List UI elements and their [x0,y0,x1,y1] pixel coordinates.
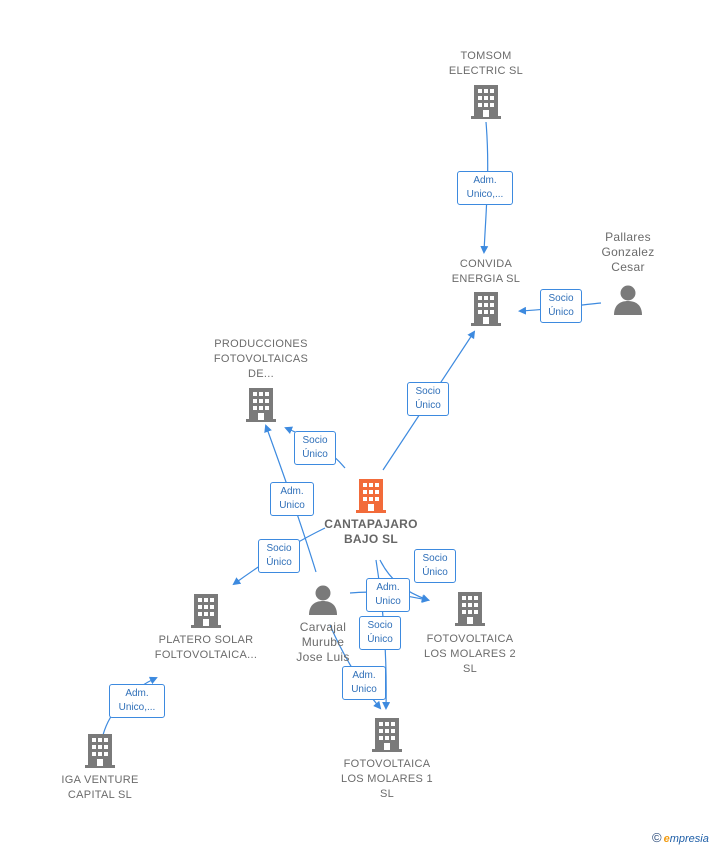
building-icon [471,292,501,326]
node-label-iga: IGA VENTURE CAPITAL SL [61,774,139,801]
node-label-molares1: FOTOVOLTAICA LOS MOLARES 1 SL [341,758,433,800]
building-icon [471,85,501,119]
brand-credit[interactable]: ©empresia [652,830,709,845]
node-label-platero: PLATERO SOLAR FOLTOVOLTAICA... [154,634,258,661]
building-icon [455,592,485,626]
node-label-pallares: Pallares Gonzalez Cesar [601,230,655,274]
building-icon [85,734,115,768]
node-label-producciones: PRODUCCIONES FOTOVOLTAICAS DE... [213,338,309,380]
edge-label-carvajal-molares1[interactable]: Adm. Unico [342,666,386,700]
edge-label-carvajal-producciones[interactable]: Adm. Unico [270,482,314,516]
node-label-molares2: FOTOVOLTAICA LOS MOLARES 2 SL [424,633,516,675]
person-icon [309,585,337,615]
node-label-convida: CONVIDA ENERGIA SL [451,258,521,285]
node-label-tomsom: TOMSOM ELECTRIC SL [448,50,524,77]
edge-label-cantapajaro-molares2[interactable]: Socio Único [414,549,456,583]
building-icon [372,718,402,752]
edge-label-cantapajaro-platero[interactable]: Socio Único [258,539,300,573]
edge-label-iga-platero[interactable]: Adm. Unico,... [109,684,165,718]
edge-label-carvajal-molares2[interactable]: Adm. Unico [366,578,410,612]
edge-label-tomsom-convida[interactable]: Adm. Unico,... [457,171,513,205]
building-icon-main [356,479,386,513]
edge-label-cantapajaro-molares1[interactable]: Socio Único [359,616,401,650]
person-icon [614,285,642,315]
node-label-cantapajaro: CANTAPAJARO BAJO SL [324,517,418,546]
copyright-symbol: © [652,830,662,845]
edge-label-cantapajaro-producciones[interactable]: Socio Único [294,431,336,465]
building-icon [191,594,221,628]
node-label-carvajal: Carvajal Murube Jose Luis [296,620,350,664]
edge-label-pallares-convida[interactable]: Socio Único [540,289,582,323]
edge-label-cantapajaro-convida[interactable]: Socio Único [407,382,449,416]
brand-name: mpresia [669,833,709,845]
brand-logo-letter: e [663,833,670,845]
building-icon [246,388,276,422]
